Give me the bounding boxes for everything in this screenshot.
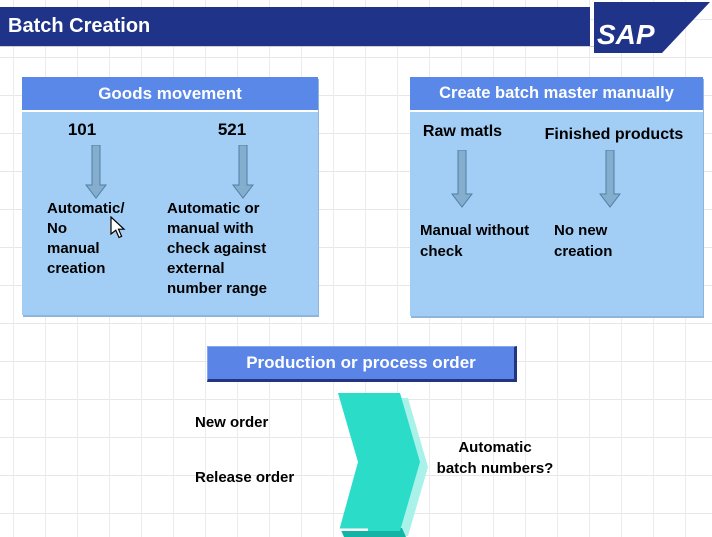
production-order-bar: Production or process order	[207, 346, 517, 382]
goods-movement-body	[22, 112, 318, 315]
goods-movement-title: Goods movement	[22, 77, 318, 110]
header-underline	[0, 46, 594, 47]
release-order-label: Release order	[195, 469, 295, 486]
batch-master-body	[410, 112, 703, 316]
down-arrow-icon	[231, 145, 255, 199]
down-arrow-icon	[450, 150, 474, 208]
automatic-batch-question: Automatic batch numbers?	[436, 439, 554, 477]
down-arrow-icon	[84, 145, 108, 199]
movement-type-521: 521	[217, 120, 247, 139]
page-title: Batch Creation	[0, 7, 590, 46]
movement-type-101: 101	[67, 120, 97, 139]
batch-master-title: Create batch master manually	[410, 77, 703, 110]
mouse-cursor-icon	[110, 216, 126, 239]
sap-logo-icon: SAP	[594, 2, 710, 53]
new-order-label: New order	[195, 414, 269, 431]
batch-master-box: Create batch master manually Raw matls F…	[410, 77, 703, 316]
chevron-right-shape	[338, 393, 428, 537]
sap-logo-text: SAP	[597, 19, 655, 50]
desc-finished-products: No new creation	[554, 222, 613, 260]
desc-raw-matls: Manual without check	[420, 222, 530, 260]
goods-movement-box: Goods movement 101 521 Automatic/ No man…	[22, 77, 318, 315]
finished-products-label: Finished products	[544, 126, 684, 143]
desc-521: Automatic or manual with check against e…	[167, 200, 268, 297]
raw-matls-label: Raw matls	[422, 123, 503, 140]
desc-101: Automatic/ No manual creation	[47, 200, 125, 277]
down-arrow-icon	[598, 150, 622, 208]
